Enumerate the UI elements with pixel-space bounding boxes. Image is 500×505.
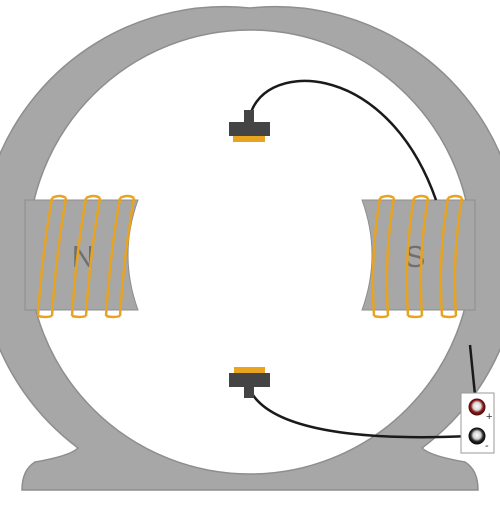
brush-bottom: [229, 367, 270, 398]
coil-left: [36, 194, 136, 319]
coil-right: [371, 194, 464, 319]
terminal-positive-label: +: [486, 411, 492, 423]
wire-bottom: [247, 387, 471, 439]
terminal-negative[interactable]: [468, 427, 486, 445]
terminal-positive[interactable]: [468, 398, 486, 416]
wire-top: [247, 79, 438, 201]
stator-frame: [0, 5, 500, 491]
terminal-negative-label: -: [485, 440, 489, 452]
brush-top: [229, 110, 270, 142]
